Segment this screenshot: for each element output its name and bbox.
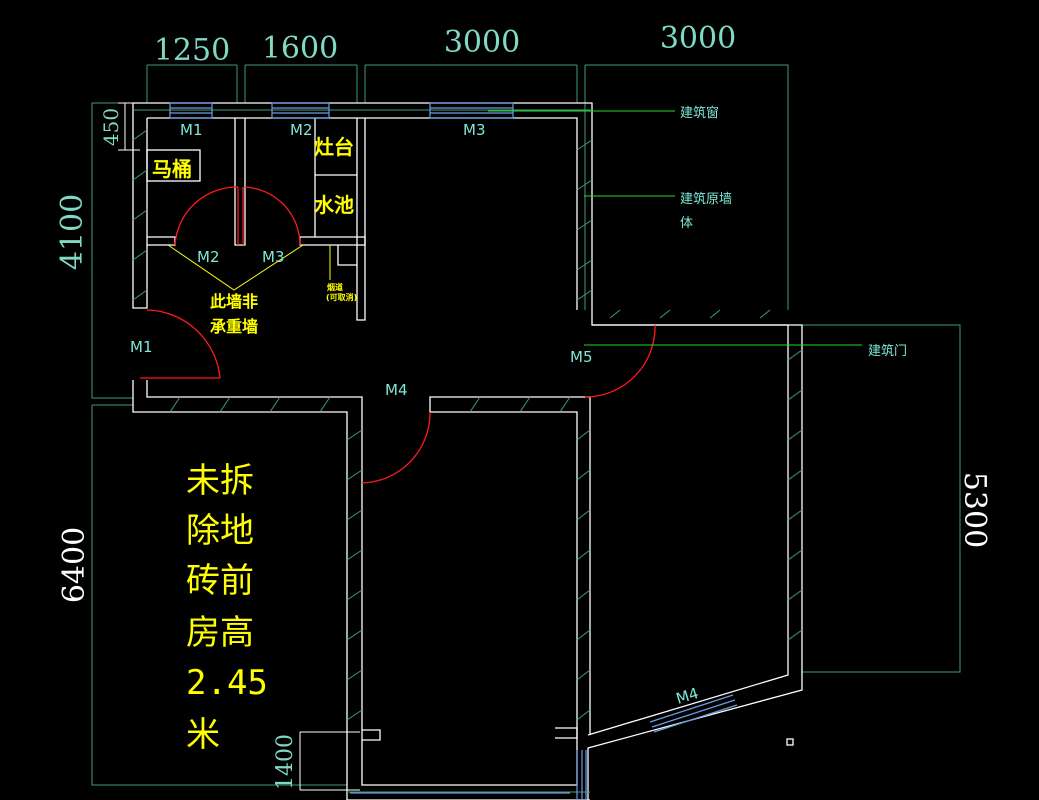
note-line: 砖前 <box>186 561 254 601</box>
note-line: 2.45 <box>186 663 268 703</box>
note-line: 米 <box>186 715 220 755</box>
doors <box>140 186 656 484</box>
dimension-3000-b: 3000 <box>660 21 736 56</box>
sink-label: 水池 <box>314 193 354 217</box>
wall-hatching <box>132 109 803 793</box>
non-bearing-wall-note-1: 此墙非 <box>210 292 258 311</box>
label-m3-door: M3 <box>262 248 285 266</box>
windows <box>169 102 738 800</box>
toilet-label: 马桶 <box>152 157 192 181</box>
note-line: 未拆 <box>186 461 254 501</box>
flue-label: 烟道 <box>327 282 343 292</box>
label-m3-window: M3 <box>463 121 486 139</box>
label-m1-window: M1 <box>180 121 203 139</box>
dimension-3000-a: 3000 <box>444 25 520 60</box>
callout-wall-2: 体 <box>680 216 693 231</box>
label-m2-door: M2 <box>197 248 220 266</box>
note-line: 房高 <box>186 613 254 653</box>
dimension-6400: 6400 <box>57 527 92 603</box>
callout-door: 建筑门 <box>868 343 907 359</box>
label-m5-door: M5 <box>570 348 593 366</box>
dimension-lines <box>91 64 961 791</box>
note-line: 除地 <box>186 511 254 551</box>
flue-note: (可取消) <box>326 292 357 302</box>
dimension-1600: 1600 <box>262 31 338 66</box>
callout-wall-1: 建筑原墙 <box>680 191 732 207</box>
label-m4-window: M4 <box>674 684 701 708</box>
dimension-1250: 1250 <box>154 33 230 68</box>
dimension-4100: 4100 <box>55 194 90 270</box>
ceiling-height-note: 未拆 除地 砖前 房高 2.45 米 <box>186 461 268 755</box>
label-m4-door: M4 <box>385 381 408 399</box>
dimension-5300: 5300 <box>957 472 992 548</box>
non-bearing-wall-note-2: 承重墙 <box>210 317 258 336</box>
label-m1-entry: M1 <box>130 338 153 356</box>
stove-label: 灶台 <box>314 135 354 159</box>
dimension-450: 450 <box>99 108 123 146</box>
dimension-1400: 1400 <box>273 734 298 790</box>
callout-window: 建筑窗 <box>680 105 719 121</box>
label-m2-window: M2 <box>290 121 313 139</box>
callout-leaders <box>167 110 862 346</box>
